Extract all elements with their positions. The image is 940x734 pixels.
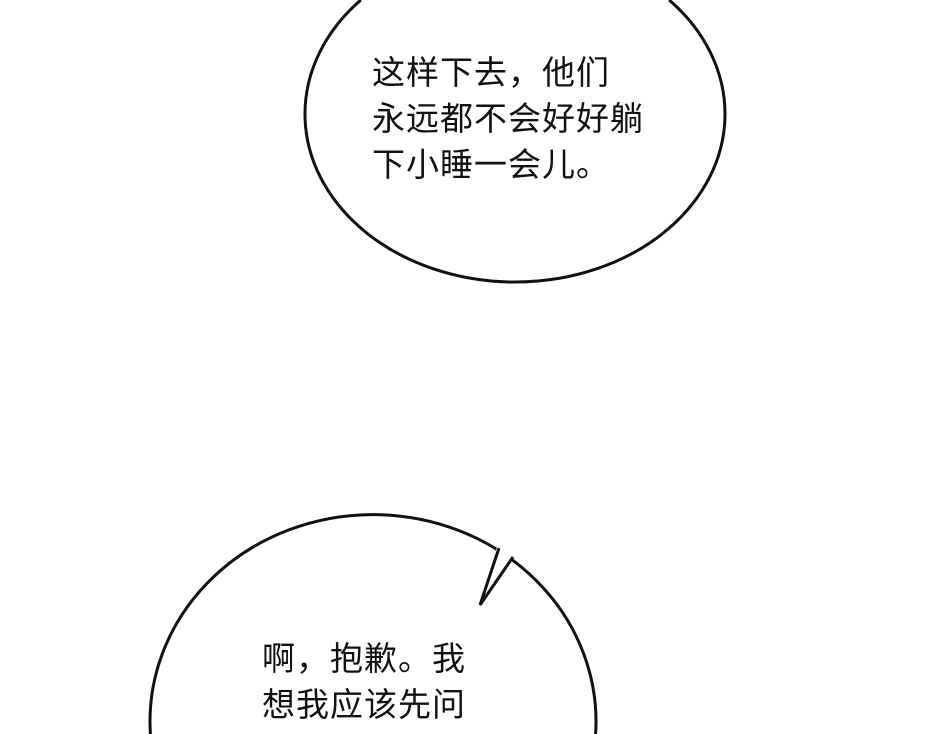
text-line: 下小睡一会儿。 — [372, 145, 610, 184]
speech-text-bottom: 啊，抱歉。我想我应该先问 — [262, 636, 466, 728]
text-line: 永远都不会好好躺 — [372, 99, 644, 138]
speech-bubble-top — [303, 0, 727, 284]
speech-bubble-bottom — [148, 513, 598, 734]
bubble-notch — [478, 547, 515, 606]
speech-text-top: 这样下去，他们永远都不会好好躺下小睡一会儿。 — [372, 50, 644, 188]
text-line: 这样下去，他们 — [372, 53, 610, 92]
text-line: 啊，抱歉。我 — [262, 639, 466, 678]
text-line: 想我应该先问 — [262, 685, 466, 724]
